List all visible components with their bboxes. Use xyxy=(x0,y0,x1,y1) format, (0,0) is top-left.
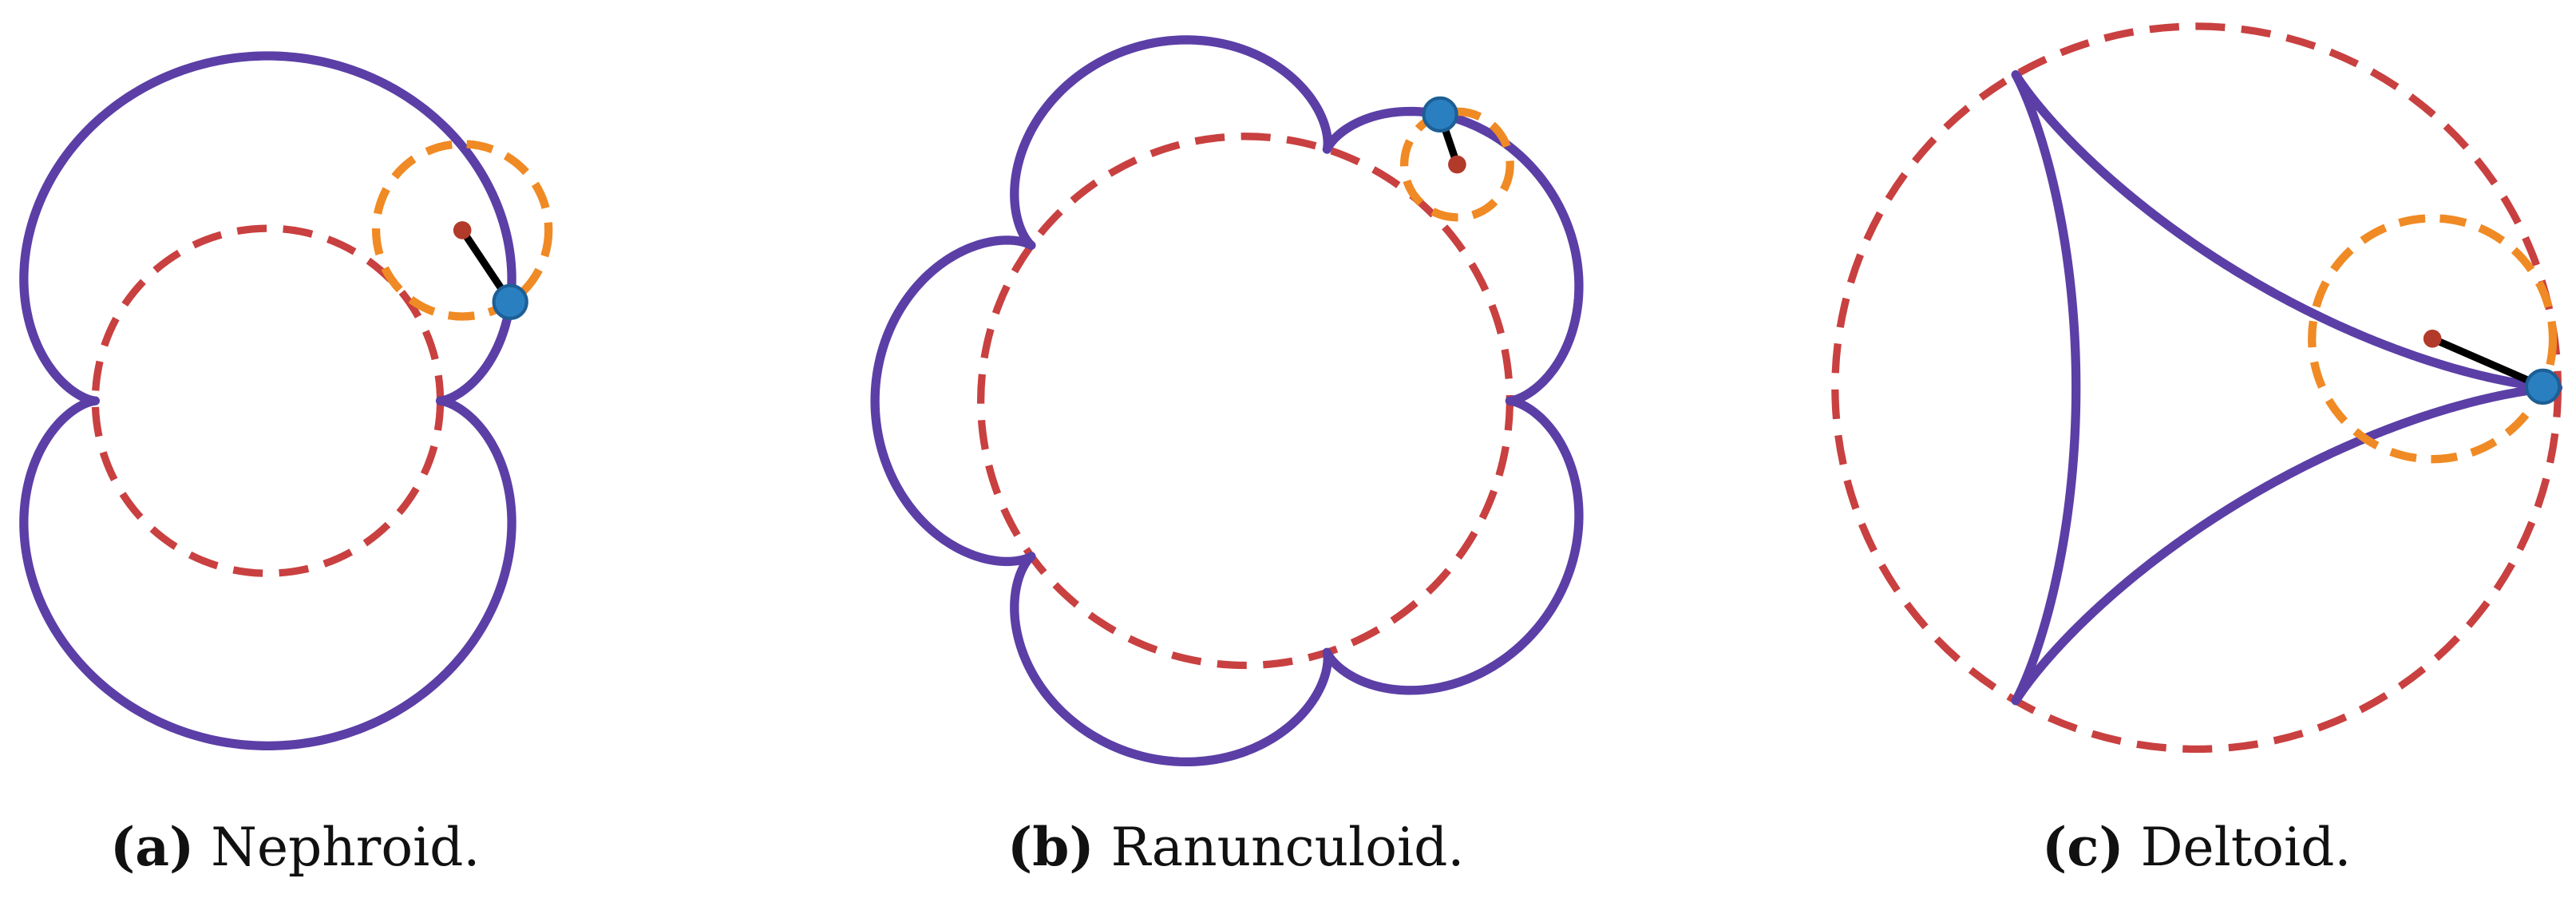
caption-text-c: Deltoid. xyxy=(2140,817,2352,878)
deltoid-curve xyxy=(2011,69,2563,706)
tracing-point xyxy=(2524,368,2562,406)
fixed-circle xyxy=(1831,22,2562,754)
caption-text-b: Ranunculoid. xyxy=(1110,817,1465,878)
rolling-center-point xyxy=(1448,155,1466,174)
rolling-circle xyxy=(371,140,553,321)
caption-nephroid: (a) Nephroid. xyxy=(110,821,480,874)
radius-arm xyxy=(2431,335,2545,390)
caption-label-c: (c) xyxy=(2042,816,2124,878)
panel-deltoid xyxy=(1831,22,2563,754)
ranunculoid-curve xyxy=(870,35,1584,767)
panel-ranunculoid xyxy=(870,35,1584,767)
caption-deltoid: (c) Deltoid. xyxy=(2042,821,2351,874)
tracing-point xyxy=(1422,96,1458,133)
panel-nephroid xyxy=(19,51,553,751)
caption-ranunculoid: (b) Ranunculoid. xyxy=(1007,821,1464,874)
caption-text-a: Nephroid. xyxy=(211,817,481,878)
nephroid-curve xyxy=(19,51,516,751)
fixed-circle xyxy=(977,133,1514,670)
rolling-center-point xyxy=(453,221,472,239)
caption-label-a: (a) xyxy=(110,816,195,878)
rolling-circle xyxy=(2308,214,2558,464)
tracing-point xyxy=(492,283,528,320)
rolling-center-point xyxy=(2423,329,2442,348)
caption-label-b: (b) xyxy=(1007,816,1094,878)
